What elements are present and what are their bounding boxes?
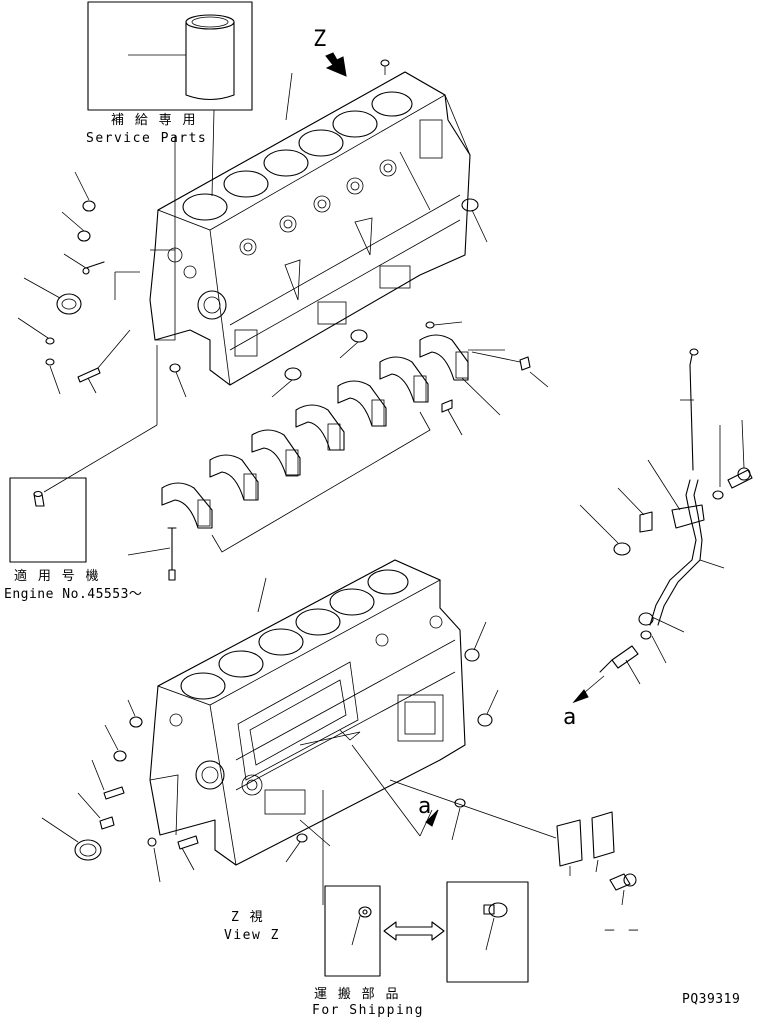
- view-z-arrow-icon: [325, 52, 347, 77]
- cylinder-bore-4: [298, 129, 344, 157]
- upper-loose-parts: [45, 59, 531, 581]
- dash-mark: － －: [603, 924, 642, 939]
- main-bearing-caps: [161, 334, 469, 553]
- cylinder-bore-5: [332, 110, 378, 138]
- for-shipping-jp: 運 搬 部 品: [314, 987, 400, 1002]
- upper-cylinder-block: [149, 71, 471, 386]
- cylinder-bore-2: [223, 170, 269, 198]
- view-z-letter: Z: [313, 27, 327, 52]
- for-shipping-en: For Shipping: [312, 1003, 424, 1018]
- view-z-jp: Z 視: [231, 910, 265, 925]
- ref-letter-a-upper: a: [563, 705, 577, 730]
- cylinder-bore-3: [263, 149, 309, 177]
- dipstick-leader-lines: [468, 349, 745, 685]
- dowel-pin-part: [33, 490, 45, 507]
- engine-no-box: [9, 477, 87, 563]
- lower-bore-3: [258, 628, 304, 656]
- shipping-parts-box-2: [446, 881, 529, 983]
- lower-leader-lines: [41, 577, 625, 906]
- lower-loose-parts: [74, 648, 637, 891]
- applicable-engine-en: Engine No.45553～: [4, 587, 143, 602]
- shipping-plug-alt-part: [483, 902, 508, 951]
- service-parts-box: [87, 1, 253, 111]
- lower-bore-4: [295, 608, 341, 636]
- shipping-plug-part: [351, 906, 372, 946]
- ref-arrow-a-lower: [351, 744, 439, 837]
- cylinder-bore-6: [371, 91, 413, 117]
- upper-leader-lines: [17, 72, 549, 556]
- ref-arrow-a-upper: [572, 675, 605, 704]
- view-z-en: View Z: [224, 928, 280, 943]
- gasket-plate: [591, 811, 615, 859]
- applicable-engine-jp: 適 用 号 機: [14, 569, 100, 584]
- cylinder-liner-part: [185, 14, 235, 101]
- shipping-parts-box-1: [324, 885, 381, 977]
- service-parts-jp: 補 給 専 用: [111, 113, 197, 128]
- swap-double-arrow-icon: [383, 921, 445, 941]
- lower-bore-1: [180, 672, 226, 700]
- lower-cylinder-block: [149, 559, 466, 866]
- cylinder-bore-1: [182, 193, 228, 221]
- drawing-number: PQ39319: [682, 992, 741, 1007]
- lower-bore-5: [329, 588, 375, 616]
- lower-bore-2: [218, 650, 264, 678]
- dipstick-assembly: [599, 348, 753, 673]
- ref-letter-a-lower: a: [418, 794, 432, 819]
- cover-plate: [556, 819, 583, 867]
- service-parts-en: Service Parts: [86, 131, 208, 146]
- lower-bore-6: [367, 569, 409, 595]
